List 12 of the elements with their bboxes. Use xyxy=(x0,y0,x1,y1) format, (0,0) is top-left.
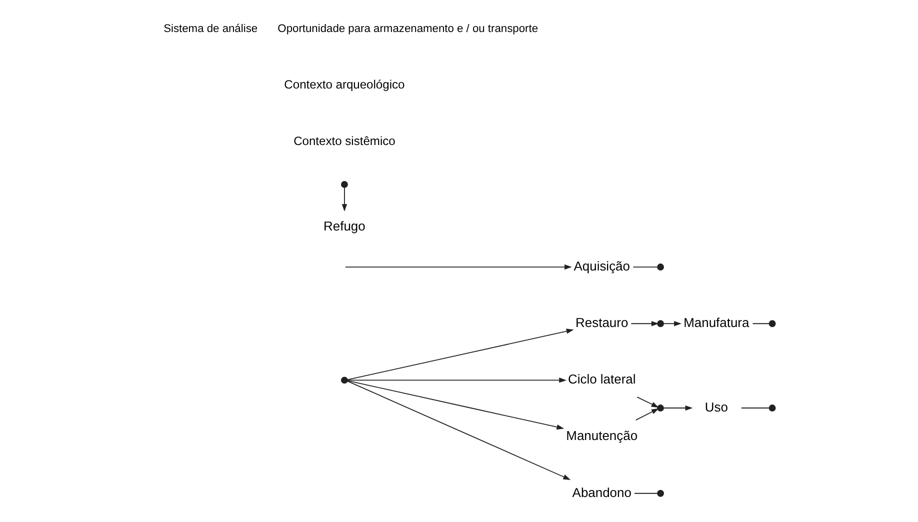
legend-label: Sistema de análise xyxy=(164,22,258,35)
node-text: Uso xyxy=(704,399,728,414)
node-text: Manutenção xyxy=(566,428,638,444)
node-text: Refugo xyxy=(324,218,366,234)
node-text: Ciclo lateral xyxy=(568,372,636,387)
node-text: Abandono xyxy=(572,484,632,500)
node-text: Manufatura xyxy=(684,315,750,330)
legend-label: Oportunidade para armazenamento e / ou transporte xyxy=(278,22,538,35)
node-text: Restauro xyxy=(576,315,628,330)
node-text: Aquisição xyxy=(574,258,630,274)
label: Contexto arqueológico xyxy=(284,77,405,92)
label: Contexto sistêmico xyxy=(294,134,396,148)
